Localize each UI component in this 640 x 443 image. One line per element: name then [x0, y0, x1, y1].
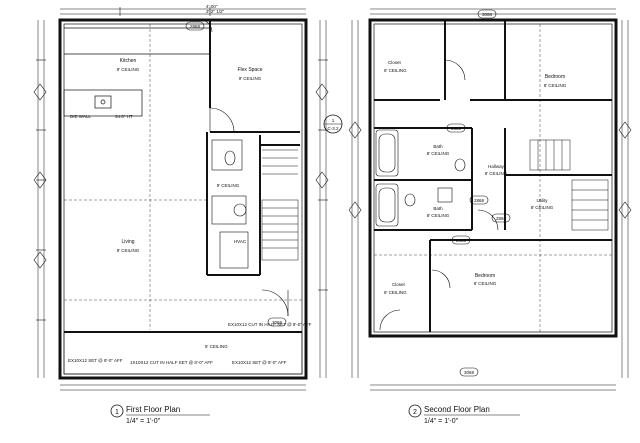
dimension-lines [36, 7, 328, 391]
exterior-wall [58, 18, 308, 380]
porch [63, 331, 303, 375]
top-dimension: 4'-00" [206, 4, 218, 9]
bath1-label: Bath [433, 144, 443, 149]
door-tag [185, 21, 205, 31]
closet-bottom-label: Closet [392, 282, 406, 287]
kitchen-counters [63, 27, 210, 117]
stair [529, 139, 609, 231]
doors [379, 59, 499, 331]
exterior-note-2: EX10X12 SET @ 8'-0" AFF [68, 358, 123, 363]
exterior-wall [368, 18, 618, 338]
living-ceiling: 9' CEILING [117, 248, 140, 253]
interior-walls [374, 20, 612, 332]
doors [199, 19, 289, 317]
bath2-ceiling: 8' CEILING [427, 213, 450, 218]
closet-ceiling: 9' CEILING [217, 183, 240, 188]
flex-space-label: Flex Space [237, 67, 262, 73]
closet-top-ceiling: 8' CEILING [384, 68, 407, 73]
plan-number: 2 [413, 409, 417, 416]
grid-bubbles [33, 83, 329, 269]
exterior-note-1: EX10X12 CUT IN HALF SET @ 8'-0" AFF [228, 322, 312, 327]
die-wall-note: DIE WALL [70, 114, 91, 119]
bottom-ceiling-note: 8' CEILING [205, 344, 228, 349]
door-tag-text: 2868 [190, 24, 201, 29]
living-label: Living [121, 239, 134, 245]
door-tag [267, 317, 287, 327]
section-mark-number: 1 [332, 118, 335, 123]
closet-top-label: Closet [388, 60, 402, 65]
hallway-label: Hallway [488, 164, 505, 169]
door-tags [446, 9, 511, 377]
plan-scale: 1/4" = 1'-0" [126, 418, 161, 425]
hvac-label: HVAC [234, 239, 247, 244]
plan-scale: 1/4" = 1'-0" [424, 418, 459, 425]
bathtubs [375, 129, 466, 227]
bedroom-top-ceiling: 8' CEILING [544, 83, 567, 88]
powder-fixtures [211, 139, 249, 269]
door-tag-text: 2868 [456, 238, 467, 243]
section-mark-sheet: C-3.2 [327, 126, 339, 131]
exterior-note-4: EX10X12 SET @ 8'-0" AFF [232, 360, 287, 365]
kitchen-ceiling: 9' CEILING [117, 67, 140, 72]
bedroom-top-label: Bedroom [545, 74, 565, 80]
door-tag-text: 3068 [272, 320, 283, 325]
dimension-lines [351, 8, 629, 391]
plan-title-2: 2 Second Floor Plan 1/4" = 1'-0" [408, 404, 520, 425]
utility-ceiling: 8' CEILING [531, 205, 554, 210]
hallway-ceiling: 8' CEILING [485, 171, 508, 176]
kitchen-label: Kitchen [120, 58, 137, 64]
flex-space-ceiling: 9' CEILING [239, 76, 262, 81]
bath1-ceiling: 8' CEILING [427, 151, 450, 156]
stair [261, 149, 299, 261]
plan-number: 1 [115, 409, 119, 416]
utility-label: Utility [537, 198, 549, 203]
bath2-label: Bath [433, 206, 443, 211]
door-tag-text: 3068 [482, 12, 493, 17]
bedroom-bottom-ceiling: 8' CEILING [474, 281, 497, 286]
second-floor-plan [348, 8, 632, 391]
grid-bubbles [348, 121, 632, 219]
bedroom-bottom-label: Bedroom [475, 273, 495, 279]
door-tag-text: 2868 [496, 216, 507, 221]
plan-title: First Floor Plan [126, 405, 180, 414]
exterior-note-3: 1X10X12 CUT IN HALF SET @ 8'-0" AFF [130, 360, 213, 365]
first-floor-plan [33, 7, 343, 391]
door-tag-text: 2868 [474, 198, 485, 203]
top-dimension-2: 3'-2" 1/2" [206, 9, 224, 14]
closet-bottom-ceiling: 8' CEILING [384, 290, 407, 295]
door-tag-text: 2868 [451, 126, 462, 131]
door-tag-text: 3068 [464, 370, 475, 375]
plan-title: Second Floor Plan [424, 405, 490, 414]
counter-height-note: 34.5" HT [115, 114, 133, 119]
plan-title-1: 1 First Floor Plan 1/4" = 1'-0" [110, 404, 210, 425]
